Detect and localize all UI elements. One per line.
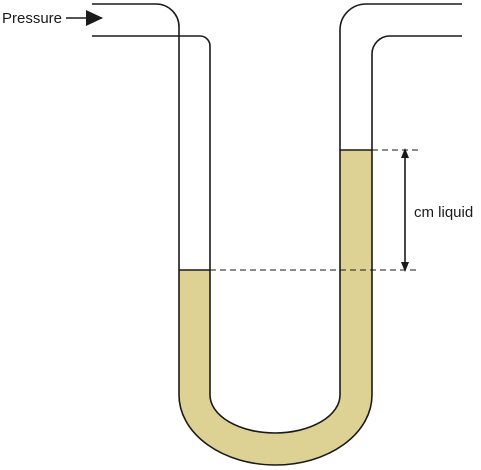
measurement-label: cm liquid (414, 204, 473, 221)
tube-outer-wall (92, 3, 462, 466)
liquid-right-column (340, 150, 372, 395)
tube-inner-wall (92, 3, 462, 434)
liquid-u-bend (179, 395, 372, 465)
pressure-arrowhead-icon (86, 10, 103, 26)
pressure-label: Pressure (2, 10, 62, 27)
liquid-left-column (179, 270, 210, 395)
